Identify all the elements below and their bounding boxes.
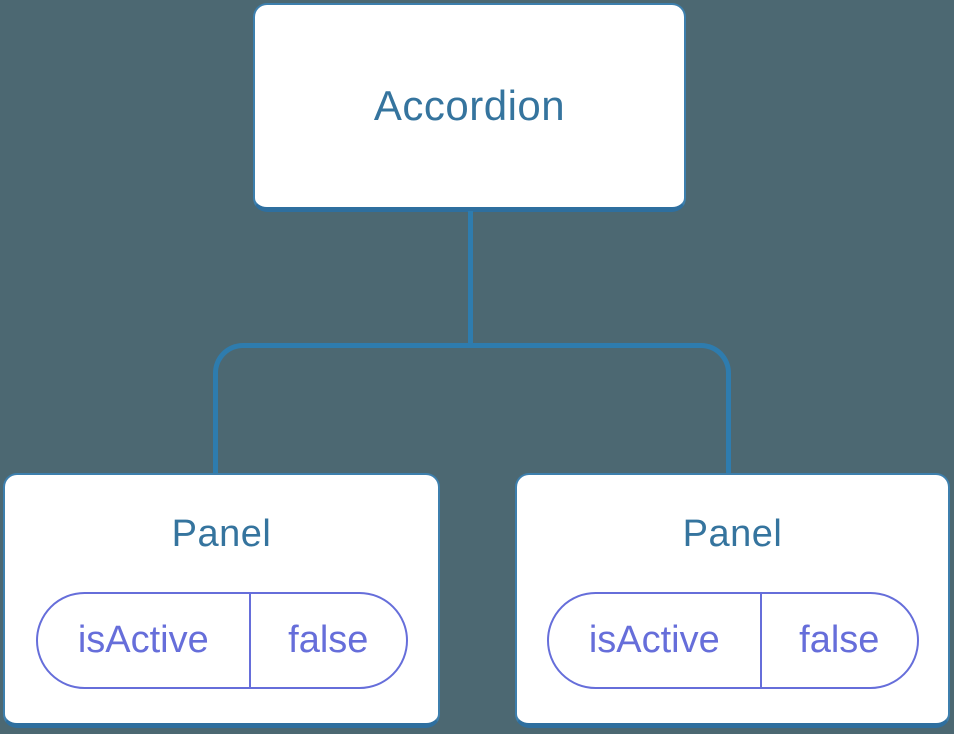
tree-connector-stem xyxy=(468,211,473,348)
panel-node-right: Panel isActive false xyxy=(515,473,950,728)
state-value: false xyxy=(288,619,369,661)
state-value: false xyxy=(799,619,880,661)
state-key: isActive xyxy=(549,594,763,687)
tree-connector-branches xyxy=(213,343,731,473)
state-key: isActive xyxy=(38,594,252,687)
panel-node-label: Panel xyxy=(171,513,272,555)
state-pill: isActive false xyxy=(546,592,919,689)
accordion-node-label: Accordion xyxy=(373,82,566,129)
accordion-node: Accordion xyxy=(253,3,686,212)
panel-node-label: Panel xyxy=(682,513,783,555)
state-pill: isActive false xyxy=(35,592,408,689)
panel-node-left: Panel isActive false xyxy=(3,473,440,728)
